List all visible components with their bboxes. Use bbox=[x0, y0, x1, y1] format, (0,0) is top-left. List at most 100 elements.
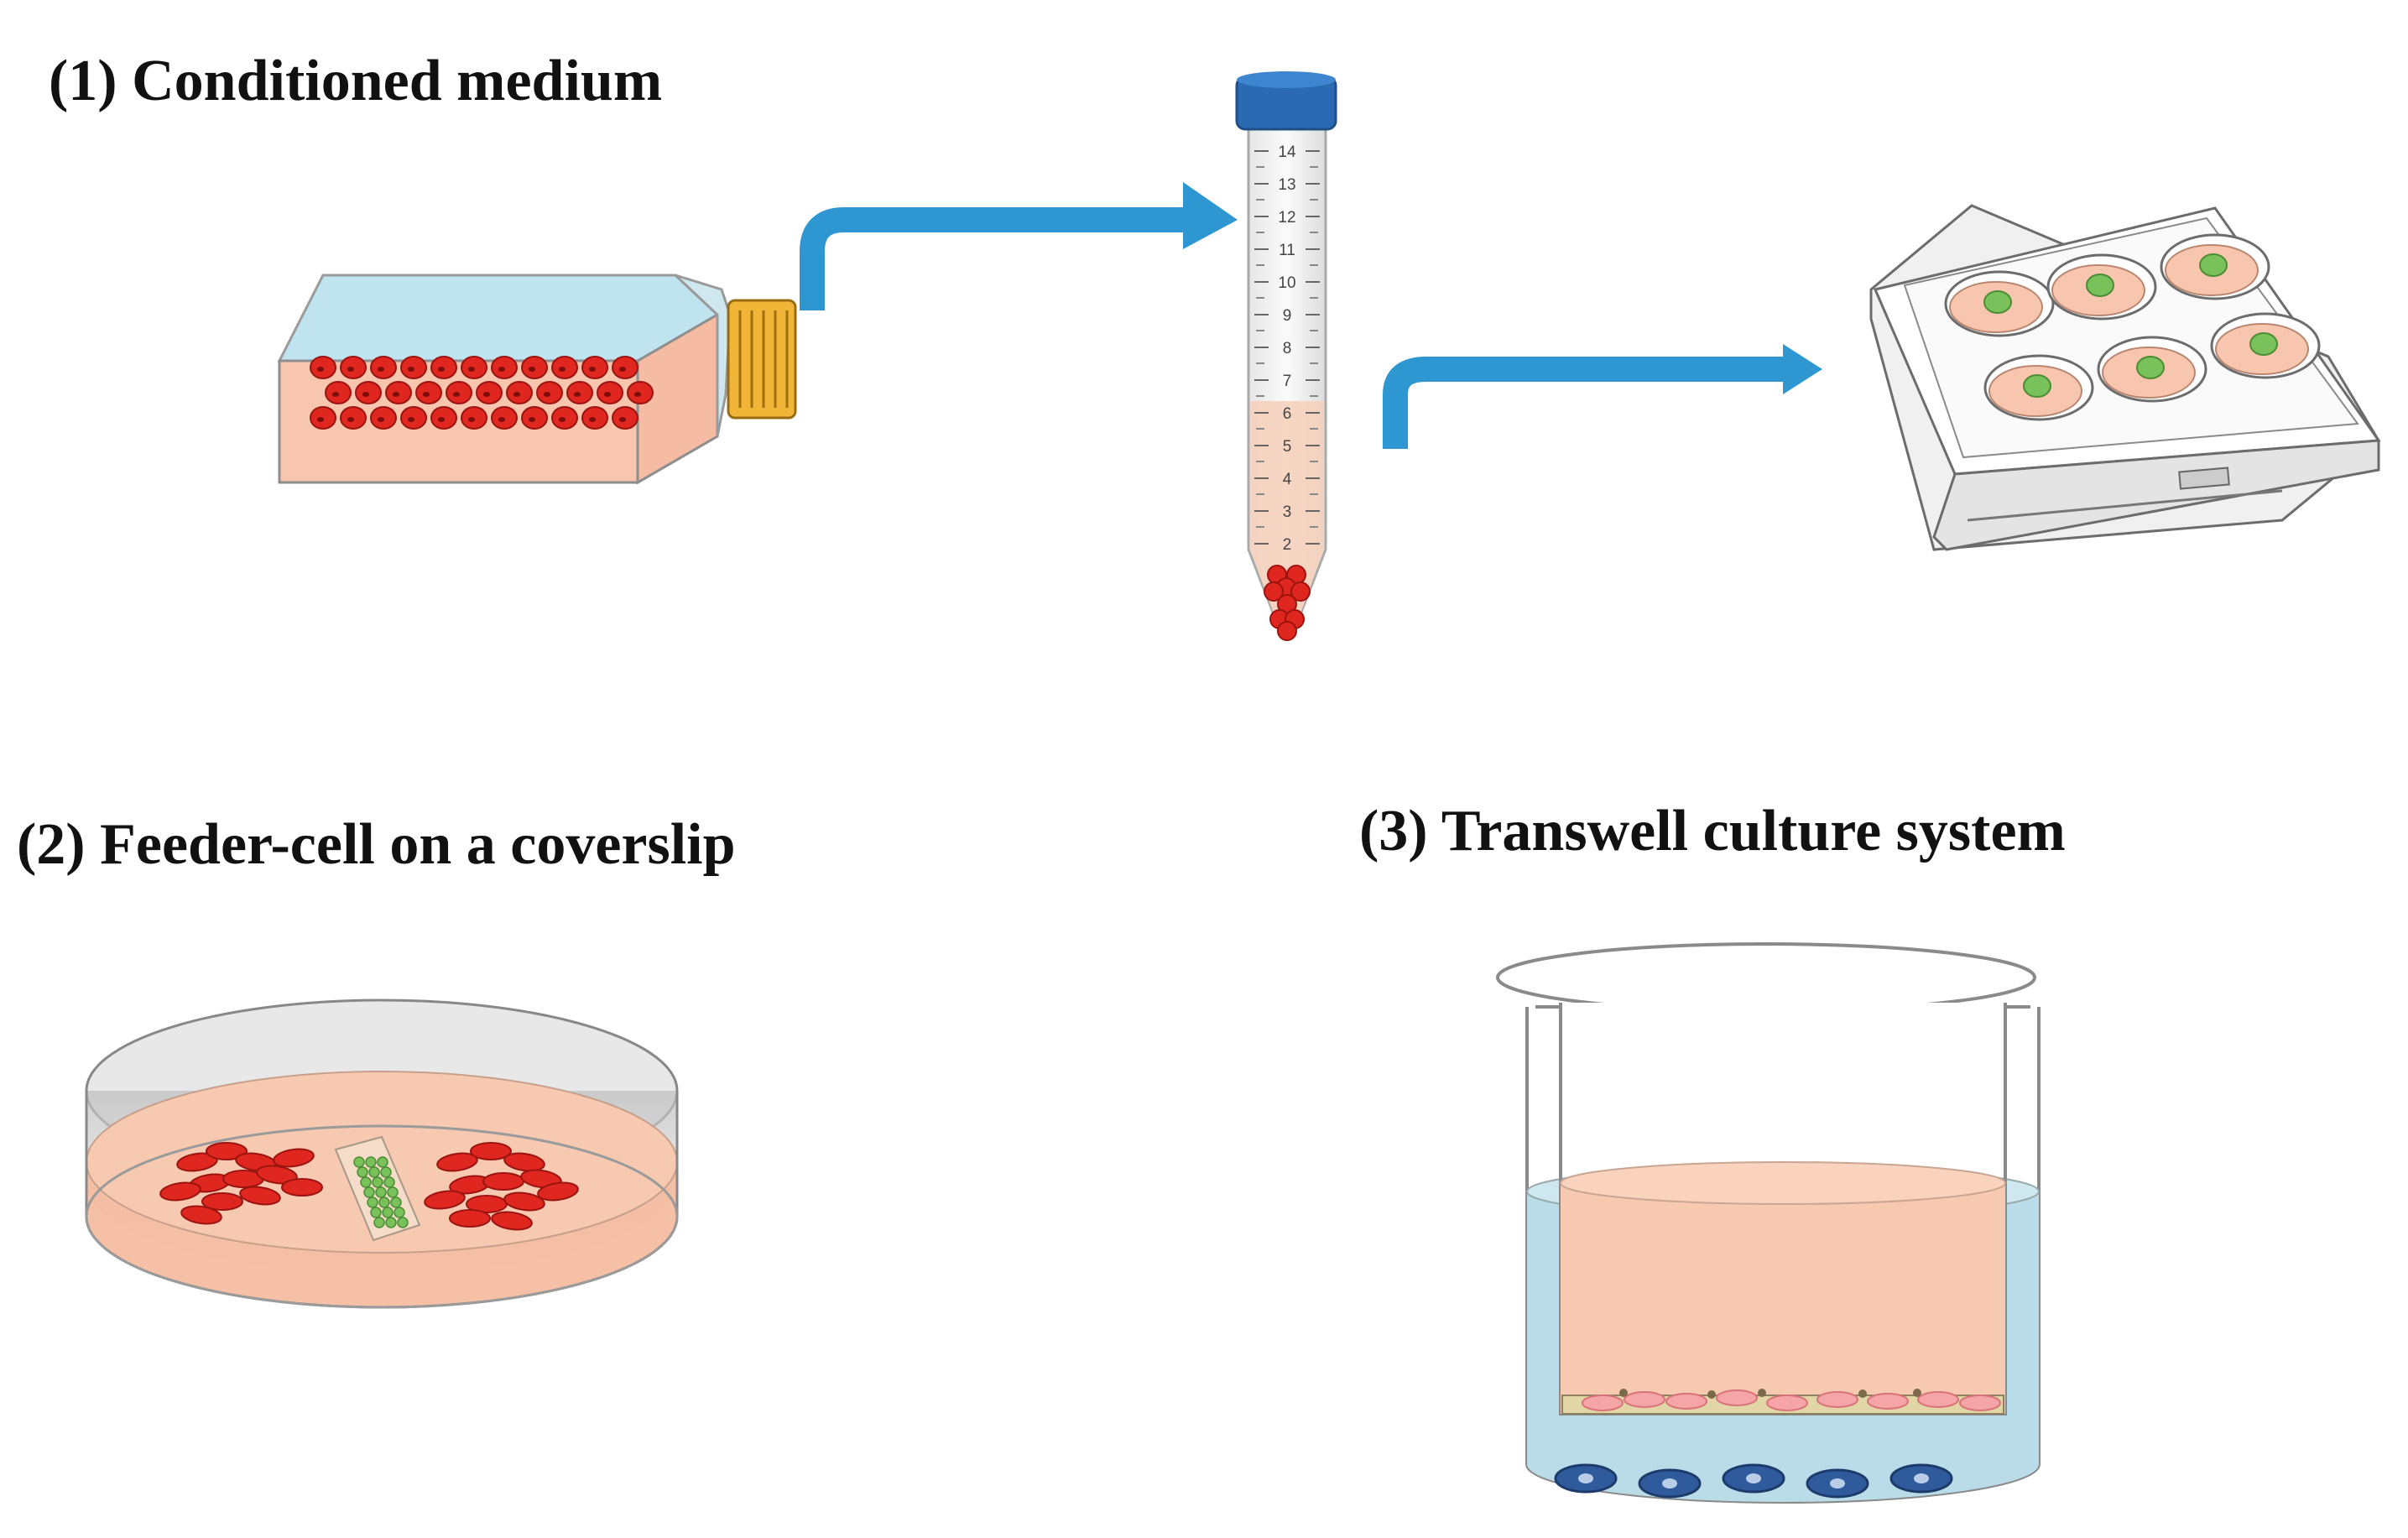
target-cell bbox=[2199, 253, 2228, 277]
co-culture-cell bbox=[1624, 1391, 1665, 1408]
cell-nucleus bbox=[619, 367, 626, 372]
target-cell bbox=[368, 1166, 380, 1178]
cell-nucleus bbox=[1578, 1473, 1593, 1483]
feeder-cell bbox=[597, 381, 623, 404]
cell-nucleus bbox=[1830, 1478, 1845, 1488]
transwell-insert-icon bbox=[1496, 942, 2041, 1504]
co-culture-cell bbox=[1766, 1395, 1808, 1411]
pellet-cell bbox=[1277, 621, 1297, 641]
target-cell bbox=[383, 1176, 395, 1188]
feeder-cell bbox=[476, 381, 503, 404]
target-cell bbox=[387, 1186, 399, 1198]
graduation-label: 2 bbox=[1283, 536, 1292, 554]
feeder-cell bbox=[436, 1152, 478, 1172]
panel-title-conditioned-medium: (1) Conditioned medium bbox=[49, 49, 663, 113]
target-cell bbox=[365, 1156, 377, 1168]
cell-nucleus bbox=[317, 367, 324, 372]
cell-nucleus bbox=[438, 367, 445, 372]
cell-nucleus bbox=[378, 417, 384, 422]
cell-nucleus bbox=[498, 367, 505, 372]
graduation-label: 6 bbox=[1283, 405, 1292, 423]
cell-nucleus bbox=[589, 417, 596, 422]
feeder-cell bbox=[551, 406, 578, 430]
graduation-label: 7 bbox=[1283, 373, 1292, 390]
cell-nucleus bbox=[332, 392, 339, 397]
feeder-cell bbox=[180, 1205, 222, 1225]
cell-nucleus bbox=[589, 367, 596, 372]
cell-nucleus bbox=[393, 392, 399, 397]
pellet-cell bbox=[1264, 581, 1284, 602]
graduation-label: 12 bbox=[1278, 209, 1295, 227]
cell-nucleus bbox=[544, 392, 550, 397]
feeder-cell bbox=[430, 406, 457, 430]
cell-nucleus bbox=[634, 392, 641, 397]
secreted-particle bbox=[1619, 1389, 1628, 1397]
feeder-cell bbox=[201, 1192, 243, 1211]
feeder-cell bbox=[256, 1165, 298, 1185]
co-culture-cell bbox=[1665, 1393, 1707, 1410]
target-cell bbox=[2023, 374, 2051, 398]
cell-nucleus bbox=[559, 367, 566, 372]
feeder-cell bbox=[503, 1191, 545, 1212]
target-cell bbox=[353, 1156, 365, 1168]
feeder-cell bbox=[581, 356, 608, 379]
target-cell bbox=[375, 1186, 387, 1198]
cell-nucleus bbox=[529, 367, 535, 372]
target-cell bbox=[1983, 290, 2012, 314]
graduation-label: 13 bbox=[1278, 176, 1295, 194]
feeder-cell bbox=[424, 1190, 466, 1210]
arrow-tube-to-plate bbox=[1383, 344, 1822, 449]
feeder-cell bbox=[446, 381, 472, 404]
cell-nucleus bbox=[468, 367, 475, 372]
target-cell bbox=[378, 1197, 390, 1208]
graduation-label: 9 bbox=[1283, 307, 1292, 325]
feeder-cell bbox=[400, 406, 427, 430]
cell-nucleus bbox=[468, 417, 475, 422]
feeder-cell bbox=[310, 356, 336, 379]
feeder-cell bbox=[281, 1178, 323, 1197]
pellet-cell bbox=[1290, 581, 1311, 602]
feeder-cell bbox=[491, 356, 518, 379]
target-cell bbox=[2249, 332, 2278, 356]
arrow-flask-to-tube bbox=[800, 182, 1238, 310]
cell-nucleus bbox=[438, 417, 445, 422]
cell-nucleus bbox=[378, 367, 384, 372]
target-cell bbox=[390, 1197, 402, 1208]
co-culture-cell bbox=[1582, 1395, 1624, 1411]
feeder-cell bbox=[612, 406, 638, 430]
feeder-cell bbox=[521, 406, 548, 430]
feeder-cell bbox=[581, 406, 608, 430]
graduation-label: 11 bbox=[1279, 242, 1295, 259]
secreted-particle bbox=[1707, 1390, 1716, 1399]
target-cell bbox=[382, 1207, 394, 1218]
feeder-cell bbox=[385, 381, 412, 404]
cell-nucleus bbox=[619, 417, 626, 422]
co-culture-cell bbox=[1816, 1391, 1858, 1408]
feeder-cell bbox=[470, 1142, 512, 1160]
feeder-cell bbox=[520, 1169, 562, 1189]
feeder-cell bbox=[536, 381, 563, 404]
feeder-cell bbox=[310, 406, 336, 430]
feeder-cell bbox=[430, 356, 457, 379]
feeder-cell bbox=[370, 356, 397, 379]
feeder-cell bbox=[521, 356, 548, 379]
target-cell bbox=[380, 1166, 392, 1178]
feeder-cell bbox=[482, 1172, 524, 1191]
feeder-cell bbox=[506, 381, 533, 404]
petri-dish-icon bbox=[85, 998, 679, 1309]
flask-icon bbox=[277, 274, 797, 485]
feeder-cell bbox=[491, 406, 518, 430]
target-cell bbox=[373, 1217, 385, 1228]
feeder-cell bbox=[340, 406, 367, 430]
target-cell bbox=[363, 1186, 375, 1198]
cell-nucleus bbox=[1914, 1473, 1929, 1483]
feeder-cell bbox=[239, 1186, 281, 1206]
feeder-cell bbox=[627, 381, 654, 404]
graduation-label: 3 bbox=[1283, 503, 1292, 521]
cell-nucleus bbox=[1662, 1478, 1677, 1488]
secreted-particle bbox=[1913, 1389, 1921, 1397]
cell-nucleus bbox=[408, 367, 414, 372]
target-cell bbox=[397, 1217, 409, 1228]
